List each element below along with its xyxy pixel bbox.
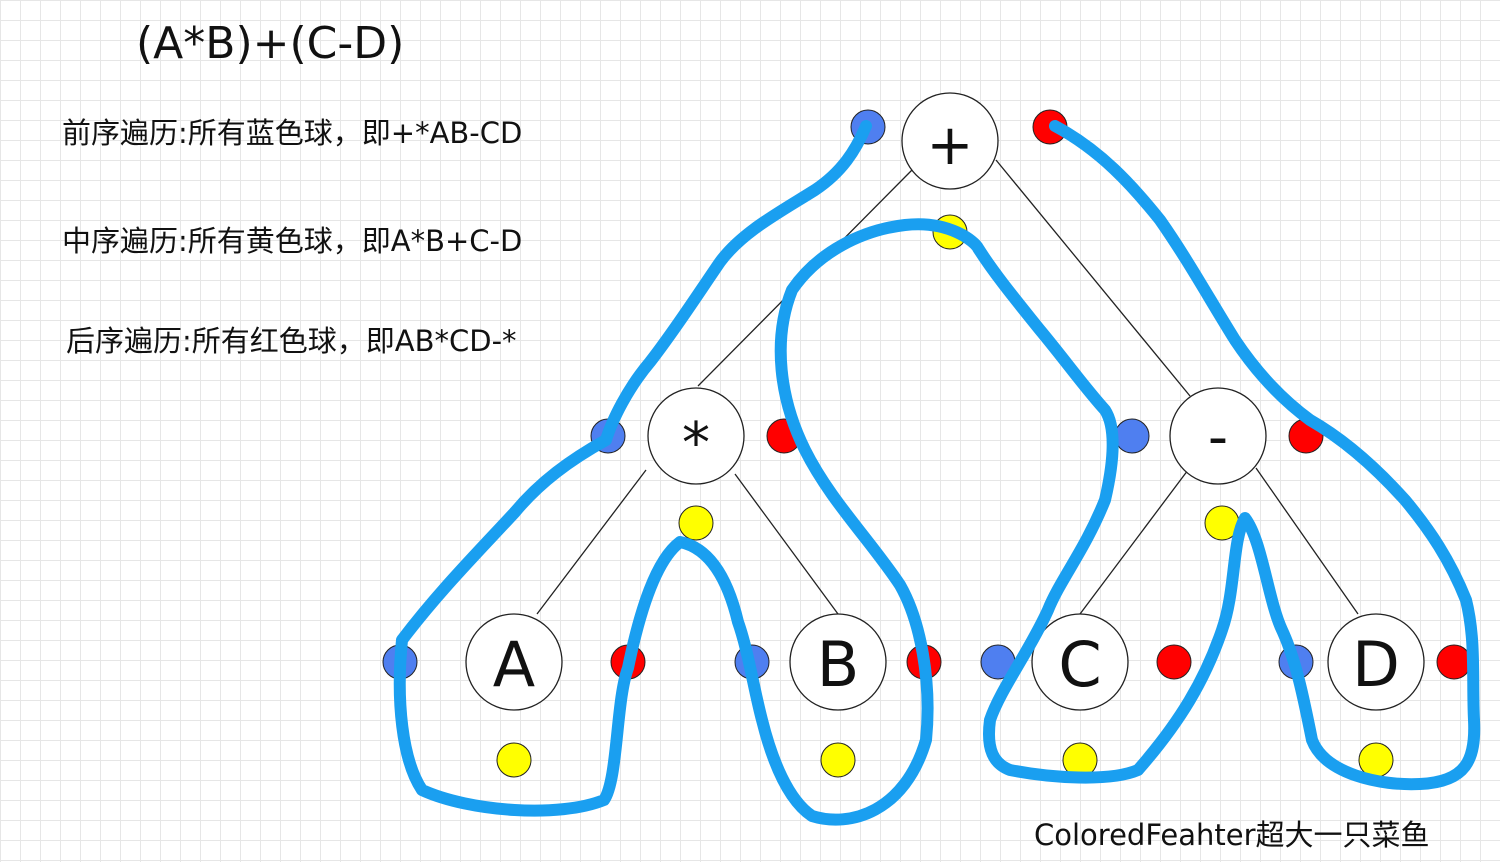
- postorder-ball-c: [1156, 644, 1192, 680]
- node-b-label: B: [817, 628, 860, 701]
- node-times: *: [647, 387, 745, 485]
- node-c-label: C: [1058, 628, 1101, 701]
- postorder-ball-d: [1436, 644, 1472, 680]
- node-minus-label: -: [1208, 405, 1228, 470]
- node-a-label: A: [493, 628, 535, 701]
- edge-times-a: [536, 469, 647, 615]
- edge-times-b: [734, 473, 839, 615]
- node-plus-label: +: [927, 113, 974, 178]
- expression-title: (A*B)+(C-D): [136, 18, 405, 69]
- postorder-caption: 后序遍历:所有红色球，即AB*CD-*: [66, 324, 517, 358]
- tree-nodes: + * - A B C D: [465, 92, 1425, 711]
- node-times-label: *: [682, 411, 710, 476]
- node-c: C: [1031, 613, 1129, 711]
- node-a: A: [465, 613, 563, 711]
- inorder-ball-b: [820, 742, 856, 778]
- inorder-caption: 中序遍历:所有黄色球，即A*B+C-D: [62, 224, 523, 258]
- node-minus: -: [1169, 387, 1267, 485]
- edge-plus-minus: [995, 159, 1191, 397]
- node-plus: +: [901, 92, 999, 190]
- node-d-label: D: [1352, 628, 1400, 701]
- traversal-trace-path: [393, 120, 1481, 826]
- edge-minus-c: [1079, 469, 1189, 615]
- node-b: B: [789, 613, 887, 711]
- edge-minus-d: [1255, 467, 1359, 615]
- author-credit: ColoredFeahter超大一只菜鱼: [1034, 818, 1430, 852]
- inorder-ball-times: [678, 505, 714, 541]
- inorder-ball-a: [496, 742, 532, 778]
- preorder-ball-minus: [1114, 418, 1150, 454]
- preorder-caption: 前序遍历:所有蓝色球，即+*AB-CD: [62, 116, 523, 150]
- node-d: D: [1327, 613, 1425, 711]
